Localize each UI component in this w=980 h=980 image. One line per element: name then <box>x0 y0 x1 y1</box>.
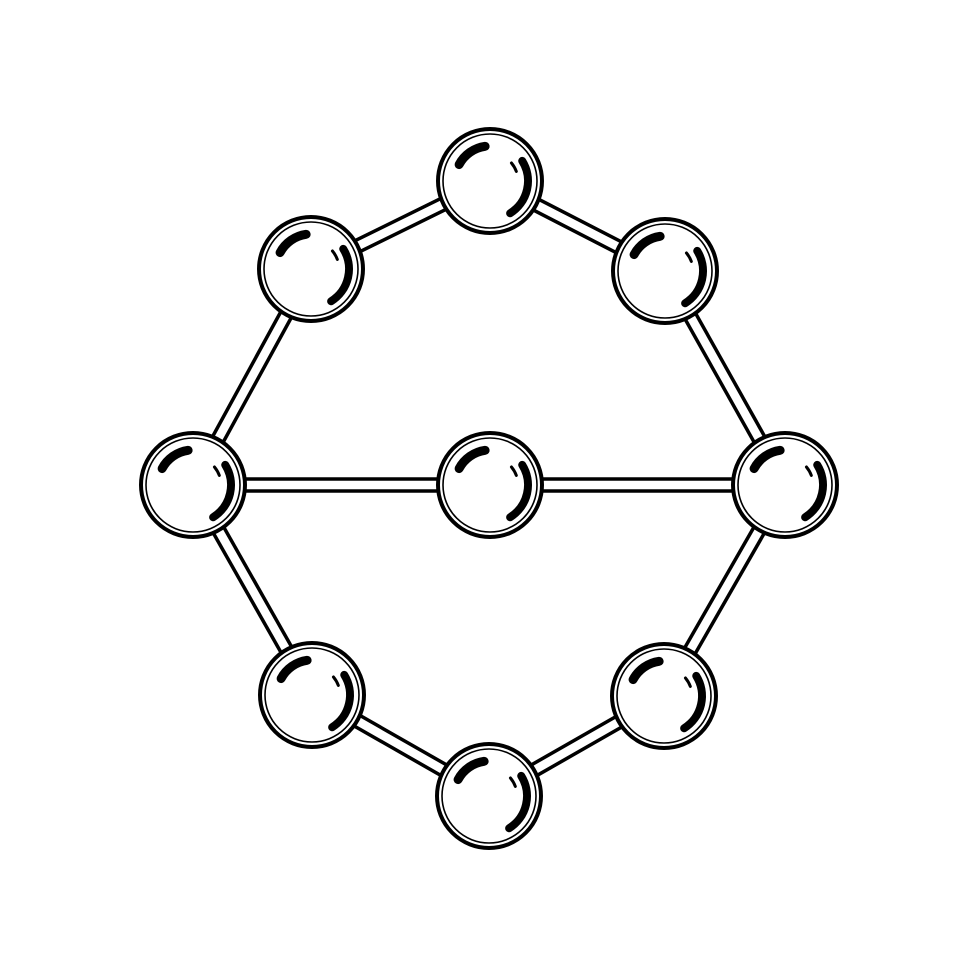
atom-highlight-hook <box>330 249 339 261</box>
atom-highlight-hook <box>508 776 517 788</box>
atom-upper-left <box>257 215 365 323</box>
atom-highlight-hook <box>509 161 518 173</box>
atom-highlight-right <box>209 460 235 522</box>
atom-highlight-hook <box>331 675 340 687</box>
atoms-layer <box>139 127 839 850</box>
atom-upper-right <box>611 217 719 325</box>
atom-highlight-right <box>505 771 531 833</box>
atom-highlight-hook <box>509 465 518 477</box>
atom-highlight-top <box>276 655 312 684</box>
atom-highlight-right <box>328 670 354 732</box>
atom-highlight-right <box>680 671 706 733</box>
atom-highlight-top <box>629 231 665 260</box>
atom-highlight-right <box>327 244 353 306</box>
atom-highlight-right <box>801 460 827 522</box>
atom-highlight-right <box>506 460 532 522</box>
atom-bottom <box>435 742 543 850</box>
atom-highlight-top <box>454 141 490 170</box>
atom-right <box>731 431 839 539</box>
atom-highlight-hook <box>804 465 813 477</box>
atom-highlight-top <box>453 756 489 785</box>
atom-lower-right <box>610 642 718 750</box>
atom-lower-left <box>258 641 366 749</box>
atom-left <box>139 431 247 539</box>
atom-highlight-right <box>506 156 532 218</box>
atom-highlight-top <box>454 445 490 474</box>
atom-highlight-top <box>628 656 664 685</box>
atom-highlight-top <box>275 229 311 258</box>
atom-center <box>436 431 544 539</box>
atom-highlight-hook <box>684 251 693 263</box>
atom-highlight-right <box>681 246 707 308</box>
atom-highlight-top <box>749 445 785 474</box>
atom-highlight-hook <box>212 465 221 477</box>
atom-highlight-hook <box>683 676 692 688</box>
atom-top <box>436 127 544 235</box>
atom-highlight-top <box>157 445 193 474</box>
